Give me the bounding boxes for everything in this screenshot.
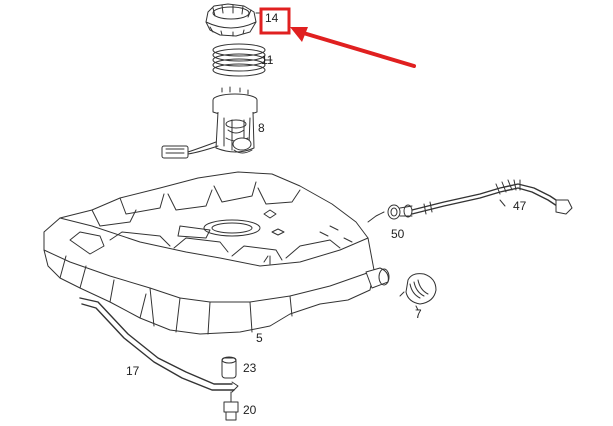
part-label-47: 47 — [513, 199, 527, 213]
part-label-50: 50 — [391, 227, 405, 241]
part-11-seal-ring[interactable] — [212, 43, 266, 77]
highlight-arrow-head — [290, 27, 308, 42]
part-label-11: 11 — [261, 53, 274, 67]
part-17-tank-strap[interactable] — [79, 297, 239, 393]
part-label-17: 17 — [126, 364, 140, 378]
part-7-filler-cap[interactable] — [399, 273, 437, 305]
highlight-annotation — [259, 7, 416, 68]
part-label-14: 14 — [265, 11, 279, 25]
highlight-arrow-line — [298, 30, 416, 68]
part-label-7: 7 — [415, 307, 422, 321]
part-23-buffer[interactable] — [221, 356, 237, 379]
part-50-hose-clamp[interactable] — [387, 204, 413, 220]
part-label-23: 23 — [243, 361, 257, 375]
part-5-fuel-tank[interactable] — [43, 171, 390, 335]
part-14-lock-ring[interactable] — [205, 3, 257, 37]
part-20-bolt[interactable] — [223, 391, 239, 421]
part-label-5: 5 — [256, 331, 263, 345]
part-8-fuel-pump-module[interactable] — [161, 86, 258, 159]
highlight-box — [259, 7, 291, 35]
part-47-vent-line[interactable] — [411, 179, 573, 215]
part-label-20: 20 — [243, 403, 257, 417]
part-label-8: 8 — [258, 121, 265, 135]
